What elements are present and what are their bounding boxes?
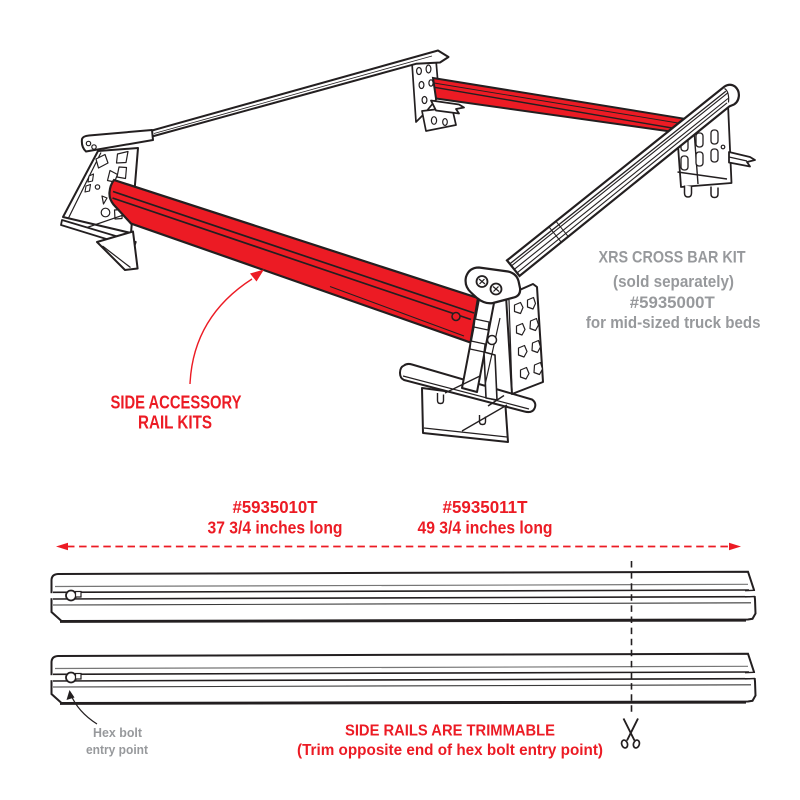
svg-text:#5935011T: #5935011T xyxy=(443,497,528,517)
svg-text:RAIL KITS: RAIL KITS xyxy=(138,413,212,433)
svg-text:37 3/4 inches long: 37 3/4 inches long xyxy=(208,518,343,538)
svg-text:SIDE ACCESSORY: SIDE ACCESSORY xyxy=(111,393,242,413)
svg-text:49 3/4 inches long: 49 3/4 inches long xyxy=(418,518,553,538)
svg-text:(sold separately): (sold separately) xyxy=(613,272,734,291)
svg-text:entry point: entry point xyxy=(86,743,149,757)
svg-text:Hex bolt: Hex bolt xyxy=(93,726,143,740)
svg-text:#5935000T: #5935000T xyxy=(630,293,716,312)
svg-text:SIDE RAILS ARE TRIMMABLE: SIDE RAILS ARE TRIMMABLE xyxy=(345,723,555,740)
svg-text:(Trim opposite end of hex bolt: (Trim opposite end of hex bolt entry poi… xyxy=(297,742,603,759)
svg-text:for mid-sized truck beds: for mid-sized truck beds xyxy=(586,313,761,332)
svg-text:XRS CROSS BAR KIT: XRS CROSS BAR KIT xyxy=(599,248,747,267)
svg-text:#5935010T: #5935010T xyxy=(233,497,318,517)
